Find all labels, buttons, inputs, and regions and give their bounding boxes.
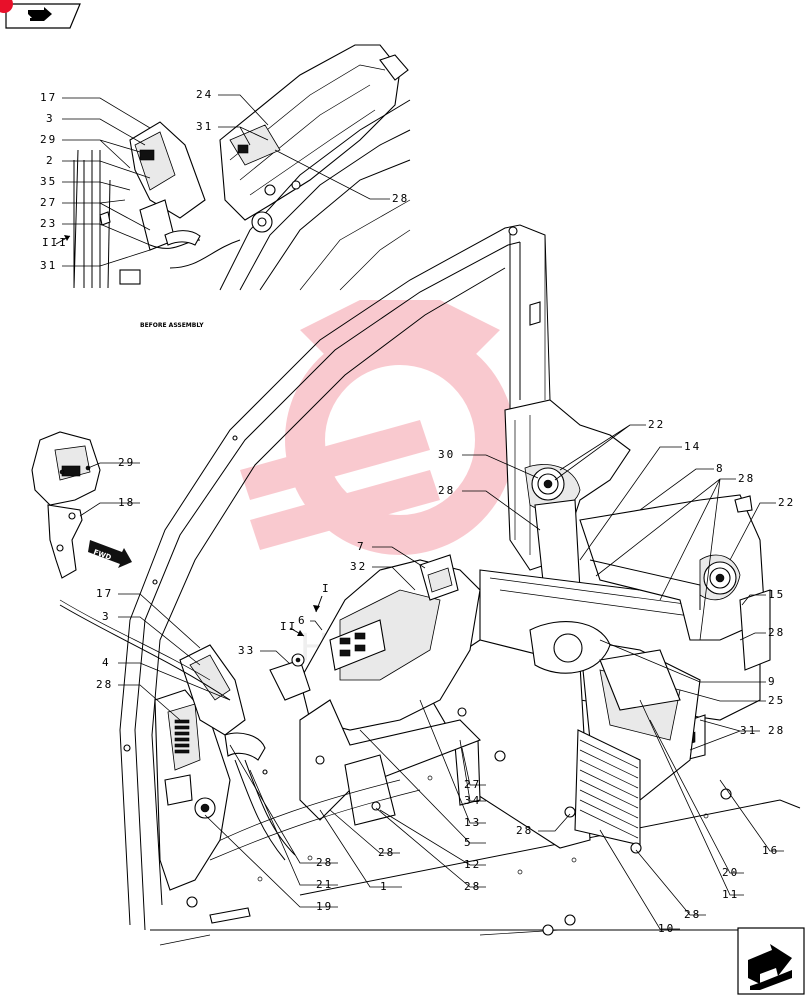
callout-16: 16 [762,844,779,857]
callout-15: 15 [768,588,785,601]
callout-28-vent-left: 28 [438,484,455,497]
callout-25: 25 [768,694,785,707]
view-marker-one: I [322,582,331,595]
callout-29-detail: 29 [40,133,57,146]
callout-34: 34 [464,794,481,807]
previous-page-button[interactable] [5,3,81,29]
callout-11: 11 [722,888,739,901]
callout-31-detail-left: 31 [40,259,57,272]
callout-13: 13 [464,816,481,829]
callout-28-floor-right: 28 [684,908,701,921]
forward-direction-arrow-icon: FWD [88,540,132,568]
detail-caption: BEFORE ASSEMBLY [140,322,204,329]
callout-17-main: 17 [96,587,113,600]
watermark-logo [240,300,515,555]
callout-28-left-low: 28 [316,856,333,869]
callout-33: 33 [238,644,255,657]
callout-4-main: 4 [102,656,111,669]
callout-14: 14 [684,440,701,453]
callout-2-detail: 2 [46,154,55,167]
cab-frame [119,224,801,946]
callout-5: 5 [464,836,473,849]
detail-view-before-assembly: III BEFORE ASSEMBLY [42,44,411,329]
seatbelt-slot-grille [174,719,190,754]
callout-20: 20 [722,866,739,879]
page-forward-arrow-icon [748,944,792,990]
leader-lines [62,94,784,930]
callout-28-right-low: 28 [768,724,785,737]
callout-23-detail: 23 [40,217,57,230]
callout-labels: 17 3 29 2 35 27 23 31 24 31 28 29 18 17 … [40,88,795,935]
callout-3-main: 3 [102,610,111,623]
callout-28-center: 28 [378,846,395,859]
callout-27-detail: 27 [40,196,57,209]
callout-24-detail: 24 [196,88,213,101]
callout-22-left: 22 [648,418,665,431]
callout-1: 1 [380,880,389,893]
callout-12: 12 [464,858,481,871]
callout-8: 8 [716,462,725,475]
left-pillar-trim [59,599,296,891]
callout-7: 7 [357,540,366,553]
view-marker-two: II [280,620,297,633]
callout-28-right-mid: 28 [768,626,785,639]
left-side-trim [199,554,481,861]
callout-31-main: 31 [740,724,757,737]
callout-32: 32 [350,560,367,573]
view-arrows: I II [280,582,331,637]
next-page-button[interactable] [737,927,805,995]
callout-21: 21 [316,878,333,891]
callout-18-handle: 18 [118,496,135,509]
callout-28-left-pillar: 28 [96,678,113,691]
callout-10: 10 [658,922,675,935]
notification-badge [0,0,13,13]
callout-17-detail: 17 [40,91,57,104]
callout-3-detail: 3 [46,112,55,125]
callout-28-center-low: 28 [464,880,481,893]
callout-6: 6 [298,614,307,627]
callout-30: 30 [438,448,455,461]
callout-28-floor: 28 [516,824,533,837]
callout-28-right-top: 28 [738,472,755,485]
callout-31-detail-right: 31 [196,120,213,133]
callout-35-detail: 35 [40,175,57,188]
callout-28-detail: 28 [392,192,409,205]
callout-19: 19 [316,900,333,913]
callout-22-right: 22 [778,496,795,509]
grab-handle-exploded: FWD [31,431,132,579]
view-marker-three: III [42,236,68,249]
callout-9: 9 [768,675,777,688]
page-back-arrow-icon [28,7,52,21]
callout-29-handle: 29 [118,456,135,469]
vent-grille [579,739,639,839]
